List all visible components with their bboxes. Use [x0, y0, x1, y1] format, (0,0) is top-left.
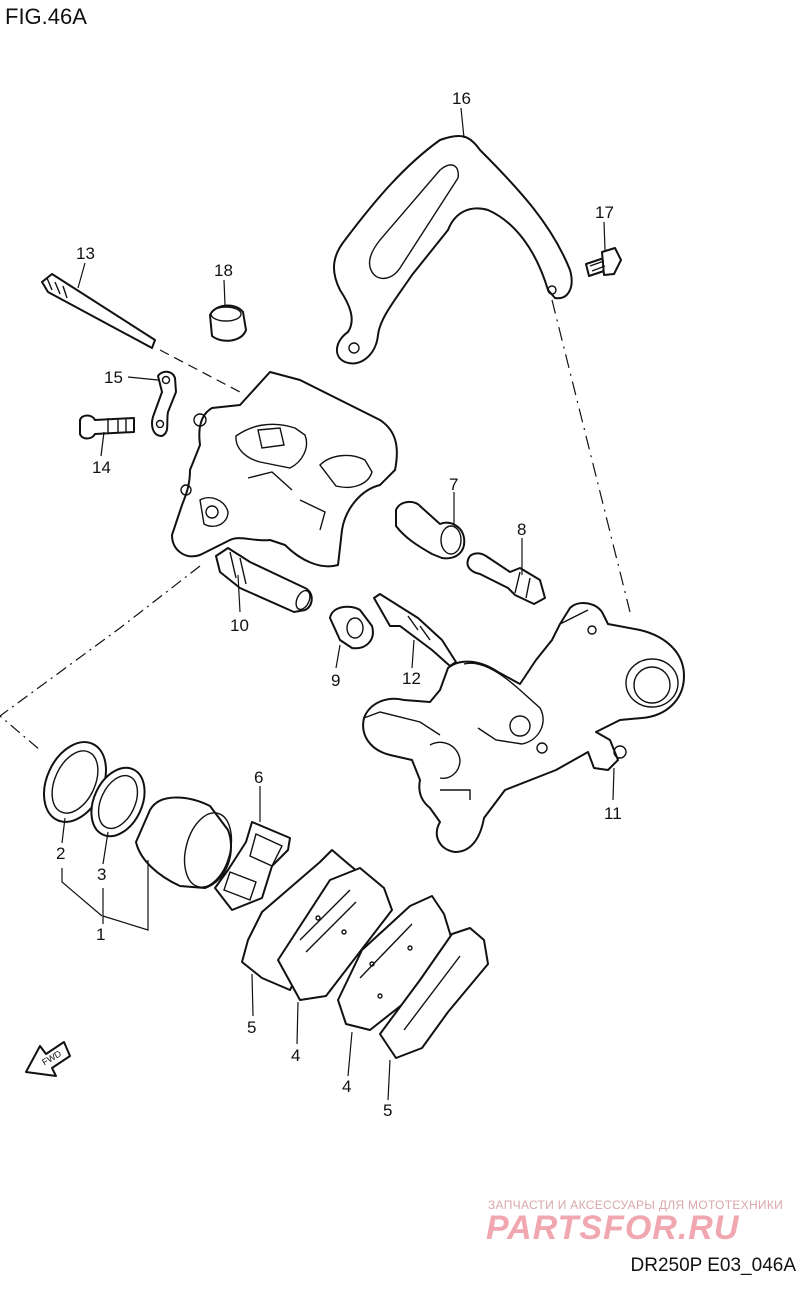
- caliper-body[interactable]: [171, 371, 398, 568]
- callout-17: 17: [595, 203, 614, 222]
- callout-1: 1: [96, 925, 105, 944]
- part-17-bolt[interactable]: [585, 247, 622, 277]
- watermark-logo: PARTSFOR.RU: [486, 1209, 740, 1247]
- leader-lines: [0, 107, 631, 1101]
- callout-6: 6: [254, 768, 263, 787]
- callout-7: 7: [449, 475, 458, 494]
- part-3-seal[interactable]: [81, 759, 155, 845]
- callout-5-right: 5: [383, 1101, 392, 1120]
- piston[interactable]: [135, 796, 239, 893]
- part-10-slide-pin[interactable]: [215, 547, 313, 613]
- callout-13: 13: [76, 244, 95, 263]
- callout-16: 16: [452, 89, 471, 108]
- callout-labels: 16 17 13 18 15 14 7 8 10 9 12 6 11 2 3 1…: [56, 89, 622, 1120]
- callout-15: 15: [104, 368, 123, 387]
- part-4-pad-right[interactable]: [337, 895, 453, 1031]
- callout-11: 11: [604, 804, 622, 823]
- drawing-code: DR250P E03_046A: [630, 1255, 797, 1276]
- fwd-arrow-icon: FWD: [25, 1041, 71, 1077]
- callout-9: 9: [331, 671, 340, 690]
- part-14-bleeder[interactable]: [79, 414, 135, 440]
- part-18-cap[interactable]: [209, 304, 247, 342]
- part-11-bracket[interactable]: [362, 602, 685, 853]
- callout-4-left: 4: [291, 1046, 300, 1065]
- part-9-boot[interactable]: [329, 605, 374, 650]
- callout-18: 18: [214, 261, 233, 280]
- part-7-sleeve[interactable]: [395, 500, 466, 560]
- callout-8: 8: [517, 520, 526, 539]
- part-8-bolt[interactable]: [466, 552, 546, 605]
- part-15-clip[interactable]: [151, 370, 177, 437]
- callout-2: 2: [56, 844, 65, 863]
- part-2-seal[interactable]: [32, 732, 118, 832]
- callout-4-right: 4: [342, 1077, 351, 1096]
- callout-3: 3: [97, 865, 106, 884]
- callout-14: 14: [92, 458, 111, 477]
- part-5-shim-right[interactable]: [379, 927, 489, 1059]
- callout-12: 12: [402, 669, 421, 688]
- part-6-shim[interactable]: [214, 821, 291, 911]
- part-12-spring[interactable]: [373, 593, 457, 667]
- watermark-tagline: ЗАПЧАСТИ И АКСЕССУАРЫ ДЛЯ МОТОТЕХНИКИ: [488, 1198, 784, 1212]
- part-16-guard[interactable]: [333, 134, 573, 365]
- callout-10: 10: [230, 616, 249, 635]
- part-4-pad-left[interactable]: [277, 867, 393, 1001]
- part-13-pin[interactable]: [41, 273, 156, 349]
- figure-title: FIG.46A: [5, 4, 87, 29]
- callout-5-left: 5: [247, 1018, 256, 1037]
